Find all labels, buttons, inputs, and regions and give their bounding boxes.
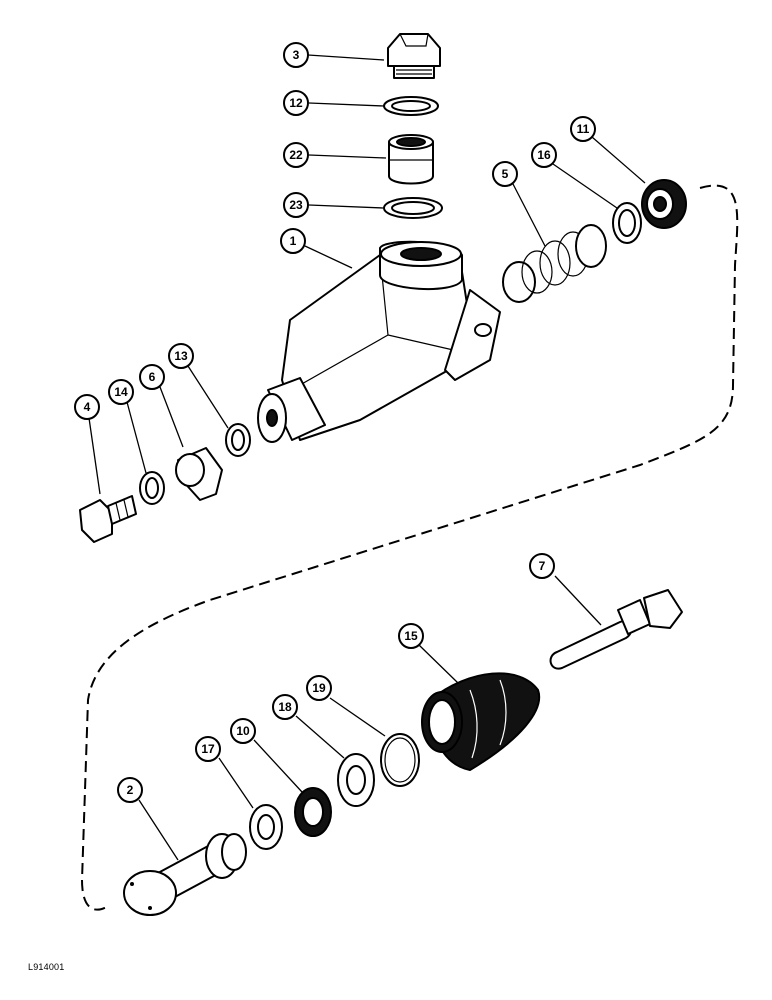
callout-10-label: 10 — [236, 724, 250, 738]
leader-lines — [88, 54, 646, 861]
callout-11-label: 11 — [577, 122, 590, 136]
callout-17: 17 — [195, 736, 221, 762]
figure-code: L914001 — [28, 962, 65, 972]
part-1-cylinder-body — [257, 240, 501, 443]
callout-1: 1 — [280, 228, 306, 254]
part-19-circlip — [380, 733, 420, 787]
callout-15-label: 15 — [404, 629, 418, 643]
part-7-push-rod — [549, 589, 683, 670]
callout-18: 18 — [272, 694, 298, 720]
callout-16: 16 — [531, 142, 557, 168]
part-23-washer — [383, 197, 443, 219]
callout-5-label: 5 — [502, 167, 509, 181]
part-10-seal — [294, 787, 332, 837]
callout-3-label: 3 — [293, 48, 300, 62]
callout-22: 22 — [283, 142, 309, 168]
callout-1-label: 1 — [290, 234, 297, 248]
callout-7-label: 7 — [539, 559, 546, 573]
callout-14-label: 14 — [114, 385, 128, 399]
part-17-washer — [249, 804, 283, 850]
callout-19-label: 19 — [312, 681, 326, 695]
part-5-spring — [502, 224, 607, 303]
callout-12: 12 — [283, 90, 309, 116]
callout-16-label: 16 — [537, 148, 551, 162]
part-18-washer — [337, 753, 375, 807]
part-2-piston — [123, 833, 247, 916]
callout-6: 6 — [139, 364, 165, 390]
part-12-washer — [383, 96, 439, 116]
callout-6-label: 6 — [149, 370, 156, 384]
part-6-banjo-connector — [175, 447, 223, 501]
callout-23: 23 — [283, 192, 309, 218]
callout-4: 4 — [74, 394, 100, 420]
callout-4-label: 4 — [84, 400, 91, 414]
callout-13-label: 13 — [174, 349, 188, 363]
callout-23-label: 23 — [289, 198, 303, 212]
part-3-filler-plug — [387, 33, 441, 79]
callout-10: 10 — [230, 718, 256, 744]
callout-11: 11 — [570, 116, 596, 142]
part-16-washer — [612, 202, 642, 244]
part-15-boot — [421, 672, 541, 772]
callout-5: 5 — [492, 161, 518, 187]
part-11-seal — [641, 179, 687, 229]
callout-19: 19 — [306, 675, 332, 701]
callout-13: 13 — [168, 343, 194, 369]
callout-14: 14 — [108, 379, 134, 405]
callout-7: 7 — [529, 553, 555, 579]
part-14-washer — [139, 471, 165, 505]
callout-2-label: 2 — [127, 783, 134, 797]
callout-2: 2 — [117, 777, 143, 803]
part-4-banjo-bolt — [79, 495, 137, 543]
part-22-adaptor — [388, 134, 434, 185]
callout-12-label: 12 — [289, 96, 303, 110]
assembly-dashed-path — [80, 184, 739, 911]
part-13-washer — [225, 423, 251, 457]
callout-18-label: 18 — [278, 700, 292, 714]
callout-15: 15 — [398, 623, 424, 649]
callout-3: 3 — [283, 42, 309, 68]
callout-22-label: 22 — [289, 148, 303, 162]
callout-17-label: 17 — [201, 742, 215, 756]
